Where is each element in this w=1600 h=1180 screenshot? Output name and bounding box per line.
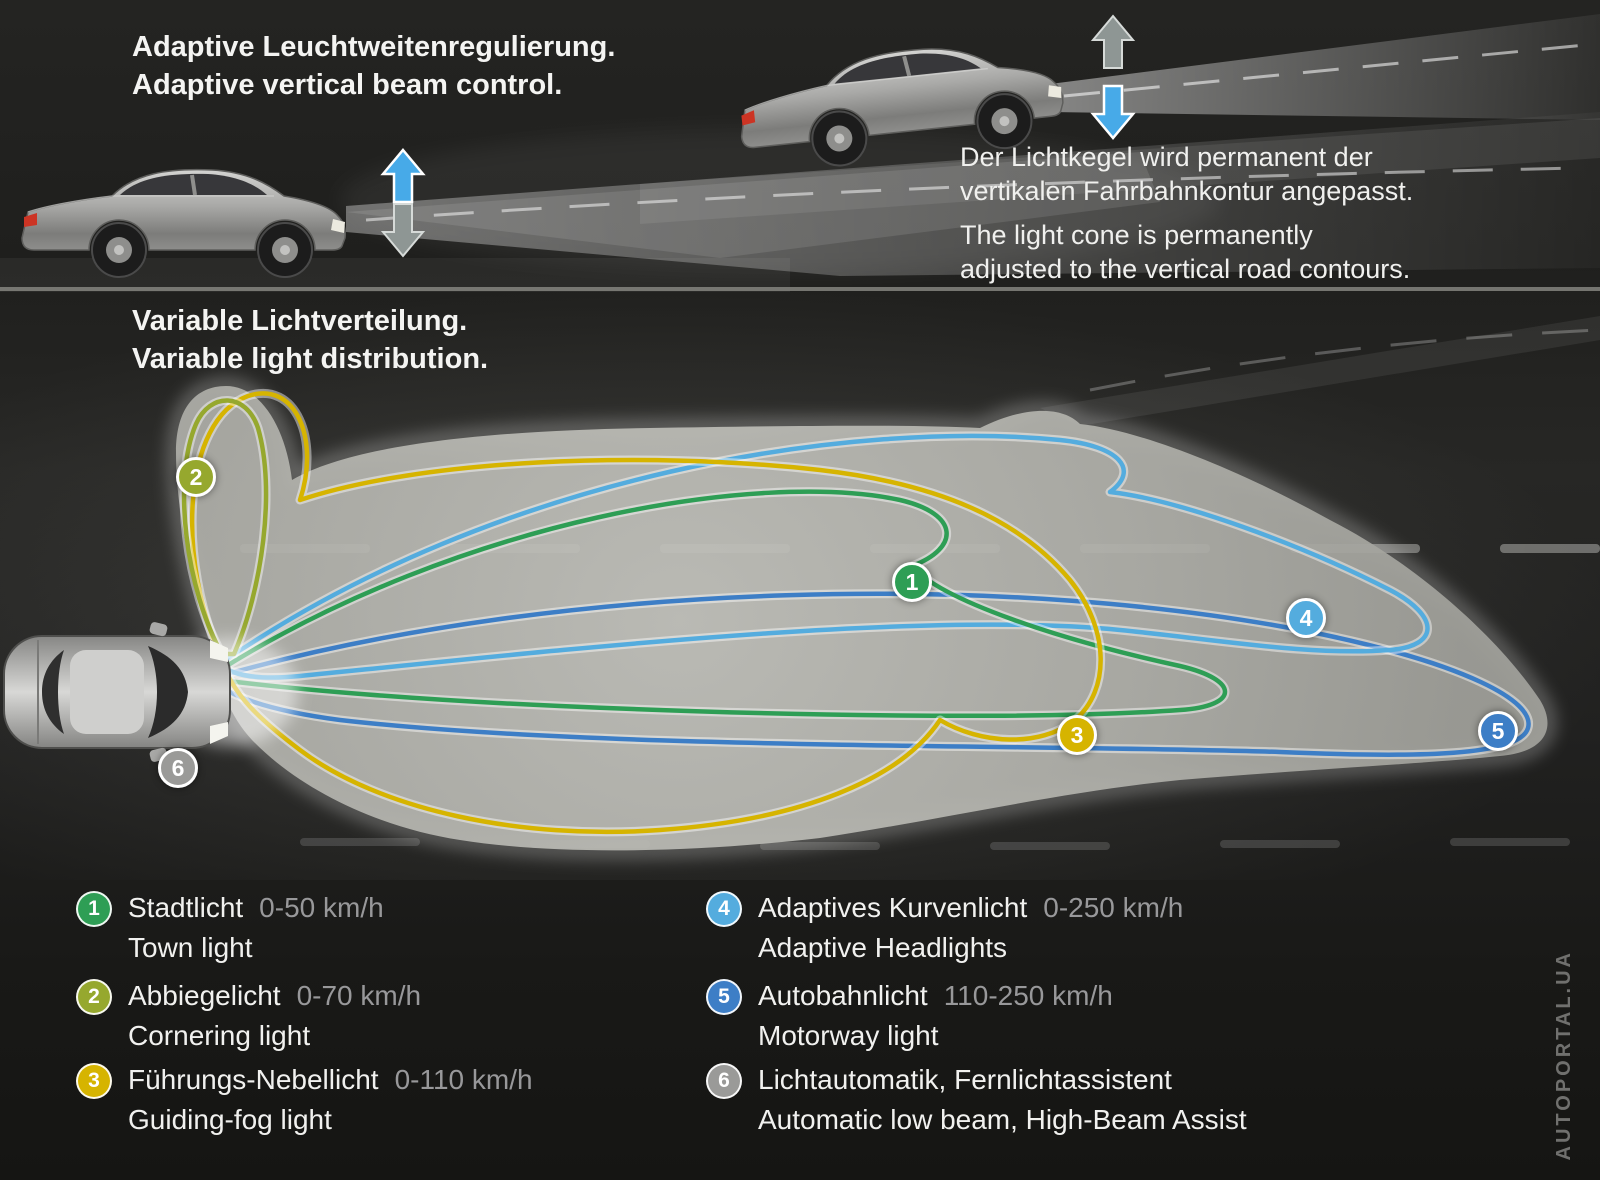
- top-title-en: Adaptive vertical beam control.: [132, 69, 563, 101]
- legend-name-de-4: Adaptives Kurvenlicht: [758, 892, 1028, 923]
- diagram-badge-4: 4: [1286, 598, 1326, 638]
- legend-name-en-6: Automatic low beam, High-Beam Assist: [758, 1104, 1247, 1135]
- light-cone-car-right: [1050, 14, 1600, 120]
- adaptive-beam-scene: [0, 14, 1600, 292]
- headlight-top: [210, 640, 228, 662]
- legend-name-de-2: Abbiegelicht: [128, 980, 281, 1011]
- legend-speed-3: 0-110 km/h: [394, 1064, 533, 1095]
- legend-name-en-3: Guiding-fog light: [128, 1104, 332, 1135]
- legend-speed-5: 110-250 km/h: [943, 980, 1113, 1011]
- road-dashes-right-beam: [1063, 42, 1597, 98]
- legend-item-adaptive-headlights: 4 Adaptives Kurvenlicht 0-250 km/h Adapti…: [706, 888, 1183, 968]
- desc-en-line1: The light cone is permanently: [960, 220, 1313, 250]
- side-mirror-top: [149, 622, 168, 637]
- diagram-badge-6: 6: [158, 748, 198, 788]
- legend-badge-1: 1: [76, 891, 112, 927]
- legend-badge-2: 2: [76, 979, 112, 1015]
- diagram-badge-5: 5: [1478, 711, 1518, 751]
- legend-speed-4: 0-250 km/h: [1043, 892, 1184, 923]
- legend-name-en-4: Adaptive Headlights: [758, 932, 1008, 963]
- legend-name-de-1: Stadtlicht: [128, 892, 244, 923]
- section-divider: [0, 287, 1600, 291]
- legend-name-en-5: Motorway light: [758, 1020, 939, 1051]
- legend-item-motorway-light: 5 Autobahnlicht 110-250 km/h Motorway lig…: [706, 976, 1113, 1056]
- legend-item-automatic-lights: 6 Lichtautomatik, Fernlichtassistent Aut…: [706, 1060, 1247, 1140]
- top-title-de: Adaptive Leuchtweitenregulierung.: [132, 31, 616, 63]
- legend-speed-2: 0-70 km/h: [296, 980, 422, 1011]
- car-top-view: [3, 622, 298, 762]
- legend-badge-3: 3: [76, 1063, 112, 1099]
- legend-item-guiding-fog-light: 3 Führungs-Nebellicht 0-110 km/h Guiding-…: [76, 1060, 533, 1140]
- light-cone-car-left: [346, 112, 1600, 276]
- desc-de-line2: vertikalen Fahrbahnkontur angepasst.: [960, 176, 1414, 206]
- mid-title-de: Variable Lichtverteilung.: [132, 305, 468, 337]
- legend-badge-5: 5: [706, 979, 742, 1015]
- light-distribution-scene: [3, 316, 1600, 880]
- diagram-badge-1: 1: [892, 562, 932, 602]
- up-arrow-gray-icon: [1092, 15, 1134, 69]
- legend-item-town-light: 1 Stadtlicht 0-50 km/h Town light: [76, 888, 384, 968]
- distant-road-streak: [1040, 316, 1600, 426]
- top-section-title: Adaptive Leuchtweitenregulierung. Adapti…: [132, 28, 615, 104]
- watermark: AUTOPORTAL.UA: [1553, 949, 1575, 1160]
- middle-section-title: Variable Lichtverteilung. Variable light…: [132, 302, 488, 378]
- diagram-badge-3: 3: [1057, 715, 1097, 755]
- distant-road-dashes: [1089, 328, 1600, 392]
- desc-de-line1: Der Lichtkegel wird permanent der: [960, 142, 1373, 172]
- desc-en-line2: adjusted to the vertical road contours.: [960, 254, 1411, 284]
- legend-speed-1: 0-50 km/h: [259, 892, 384, 923]
- headlight-bottom: [210, 722, 228, 744]
- mid-title-en: Variable light distribution.: [132, 343, 489, 375]
- legend-name-de-6: Lichtautomatik, Fernlichtassistent: [758, 1064, 1172, 1095]
- legend-name-en-2: Cornering light: [128, 1020, 311, 1051]
- legend-name-en-1: Town light: [128, 932, 253, 963]
- beam-control-description: Der Lichtkegel wird permanent der vertik…: [960, 140, 1413, 296]
- legend-name-de-5: Autobahnlicht: [758, 980, 928, 1011]
- legend-badge-6: 6: [706, 1063, 742, 1099]
- road-dashes-left-beam: [365, 166, 1581, 222]
- legend-name-de-3: Führungs-Nebellicht: [128, 1064, 379, 1095]
- legend-badge-4: 4: [706, 891, 742, 927]
- legend-item-cornering-light: 2 Abbiegelicht 0-70 km/h Cornering light: [76, 976, 421, 1056]
- diagram-badge-2: 2: [176, 457, 216, 497]
